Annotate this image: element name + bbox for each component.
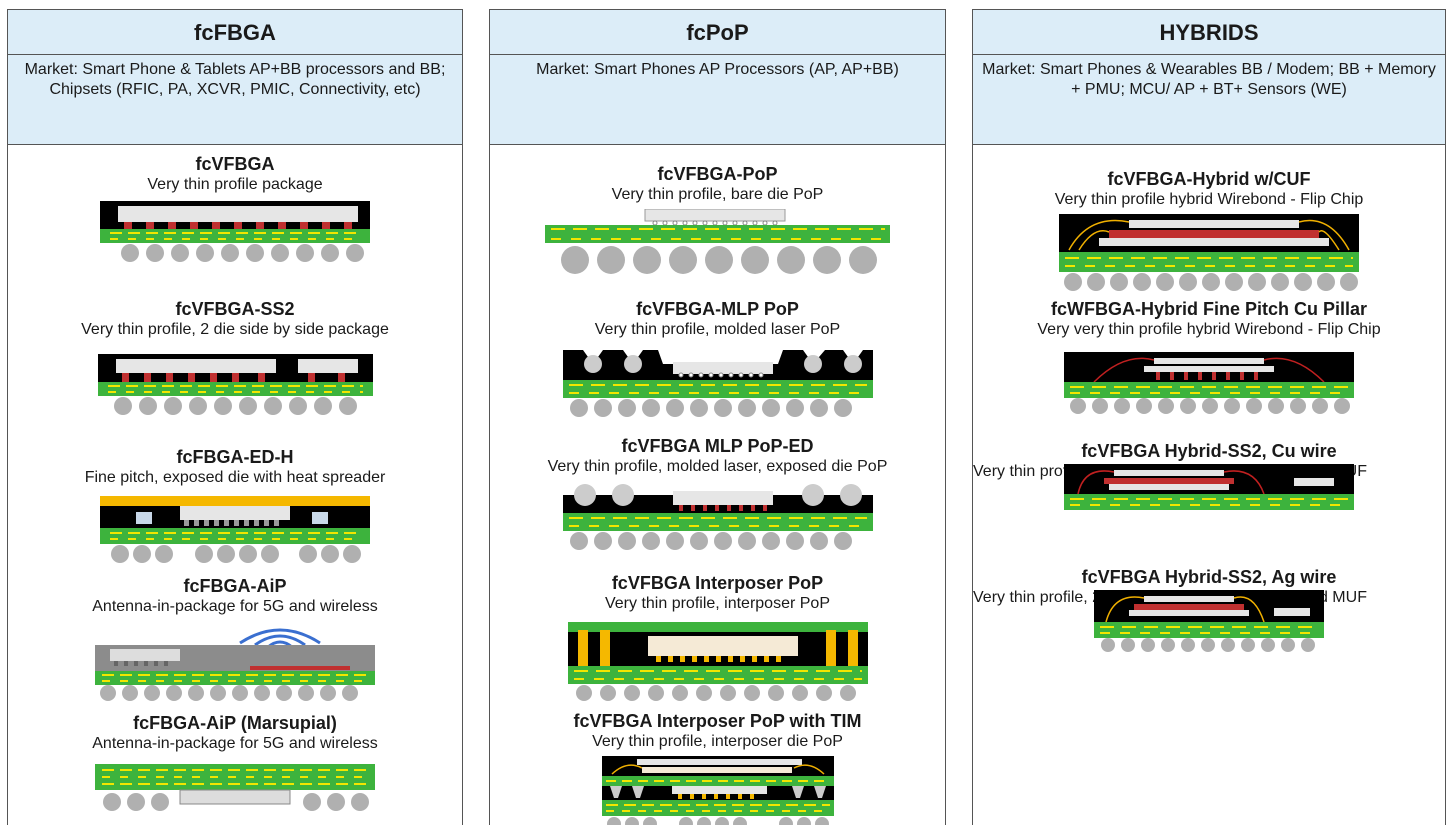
package-description: Very thin profile, interposer PoP: [604, 595, 830, 612]
package-diagram: [545, 209, 890, 274]
package-description: Very thin profile package: [147, 176, 323, 193]
package-description: Very thin profile, bare die PoP: [611, 186, 824, 203]
column-title: fcPoP: [490, 10, 945, 55]
package-fcvfbga-interposer-pop: fcVFBGA Interposer PoP Very thin profile…: [490, 572, 945, 702]
package-name: fcFBGA-AiP: [183, 576, 287, 596]
package-name: fcFBGA-ED-H: [176, 447, 294, 467]
package-fcvfbga-mlp-pop: fcVFBGA-MLP PoP Very thin profile, molde…: [490, 298, 945, 420]
package-fcvfbga-hybrid-ss2-ag: fcVFBGA Hybrid-SS2, Ag wire Very thin pr…: [973, 566, 1445, 654]
package-description: Very thin profile hybrid Wirebond - Flip…: [1054, 191, 1364, 208]
package-name: fcWFBGA-Hybrid Fine Pitch Cu Pillar: [1050, 299, 1368, 319]
package-description: Very thin profile, 2 die side by side pa…: [81, 321, 389, 338]
package-fcvfbga: fcVFBGA Very thin profile package: [8, 153, 462, 266]
package-fcvfbga-hybrid-ss2-cu: fcVFBGA Hybrid-SS2, Cu wire Very thin pr…: [973, 440, 1445, 524]
column-header: fcPoP Market: Smart Phones AP Processors…: [490, 10, 945, 145]
package-diagram: [100, 201, 370, 262]
package-description: Antenna-in-package for 5G and wireless: [92, 598, 378, 615]
package-name: fcVFBGA Hybrid-SS2, Cu wire: [1081, 441, 1337, 461]
package-fcvfbga-hybrid-cuf: fcVFBGA-Hybrid w/CUF Very thin profile h…: [973, 168, 1445, 294]
package-fcvfbga-interposer-pop-tim: fcVFBGA Interposer PoP with TIM Very thi…: [490, 710, 945, 825]
package-name: fcVFBGA Hybrid-SS2, Ag wire: [1081, 567, 1337, 587]
column-fcpop: fcPoP Market: Smart Phones AP Processors…: [489, 9, 946, 825]
column-fcfbga: fcFBGA Market: Smart Phone & Tablets AP+…: [7, 9, 463, 825]
package-name: fcFBGA-AiP (Marsupial): [133, 713, 337, 733]
package-fcvfbga-pop: fcVFBGA-PoP Very thin profile, bare die …: [490, 163, 945, 279]
package-name: fcVFBGA Interposer PoP with TIM: [573, 711, 862, 731]
market-description: Market: Smart Phones AP Processors (AP, …: [536, 61, 899, 78]
package-diagram: [95, 628, 375, 701]
market-description: Market: Smart Phones & Wearables BB / Mo…: [982, 61, 1436, 98]
package-name: fcVFBGA: [195, 154, 275, 174]
package-diagram: [100, 496, 370, 563]
package-diagram: [567, 622, 868, 701]
package-description: Very thin profile, molded laser, exposed…: [547, 458, 888, 475]
package-fcwfbga-hybrid-cu-pillar: fcWFBGA-Hybrid Fine Pitch Cu Pillar Very…: [973, 298, 1445, 416]
market-description: Market: Smart Phone & Tablets AP+BB proc…: [24, 61, 446, 98]
package-diagram: [562, 484, 873, 550]
package-diagram: [1059, 214, 1359, 291]
package-diagram: [1094, 590, 1324, 652]
package-name: fcVFBGA-SS2: [175, 299, 295, 319]
package-fcvfbga-ss2: fcVFBGA-SS2 Very thin profile, 2 die sid…: [8, 298, 462, 419]
package-description: Fine pitch, exposed die with heat spread…: [84, 469, 386, 486]
package-description: Very thin profile, interposer die PoP: [592, 733, 843, 750]
package-name: fcVFBGA MLP PoP-ED: [621, 436, 814, 456]
package-fcfbga-aip: fcFBGA-AiP Antenna-in-package for 5G and…: [8, 575, 462, 701]
column-title: fcFBGA: [8, 10, 462, 55]
package-fcfbga-ed-h: fcFBGA-ED-H Fine pitch, exposed die with…: [8, 446, 462, 566]
package-description: Antenna-in-package for 5G and wireless: [92, 735, 378, 752]
package-diagram: [562, 350, 873, 417]
package-diagram: [97, 354, 373, 415]
package-name: fcVFBGA-PoP: [657, 164, 778, 184]
package-description: Very very thin profile hybrid Wirebond -…: [1037, 321, 1381, 338]
column-header: fcFBGA Market: Smart Phone & Tablets AP+…: [8, 10, 462, 145]
package-name: fcVFBGA Interposer PoP: [611, 573, 824, 593]
package-fcvfbga-mlp-pop-ed: fcVFBGA MLP PoP-ED Very thin profile, mo…: [490, 435, 945, 551]
package-diagram: [1064, 464, 1354, 510]
column-header: HYBRIDS Market: Smart Phones & Wearables…: [973, 10, 1445, 145]
column-title: HYBRIDS: [973, 10, 1445, 55]
package-diagram: [95, 764, 375, 811]
package-fcfbga-aip-marsupial: fcFBGA-AiP (Marsupial) Antenna-in-packag…: [8, 712, 462, 822]
package-name: fcVFBGA-Hybrid w/CUF: [1107, 169, 1311, 189]
package-description: Very thin profile, molded laser PoP: [594, 321, 841, 338]
package-name: fcVFBGA-MLP PoP: [636, 299, 799, 319]
package-diagram: [601, 756, 834, 825]
column-hybrids: HYBRIDS Market: Smart Phones & Wearables…: [972, 9, 1446, 825]
package-diagram: [1064, 352, 1354, 414]
